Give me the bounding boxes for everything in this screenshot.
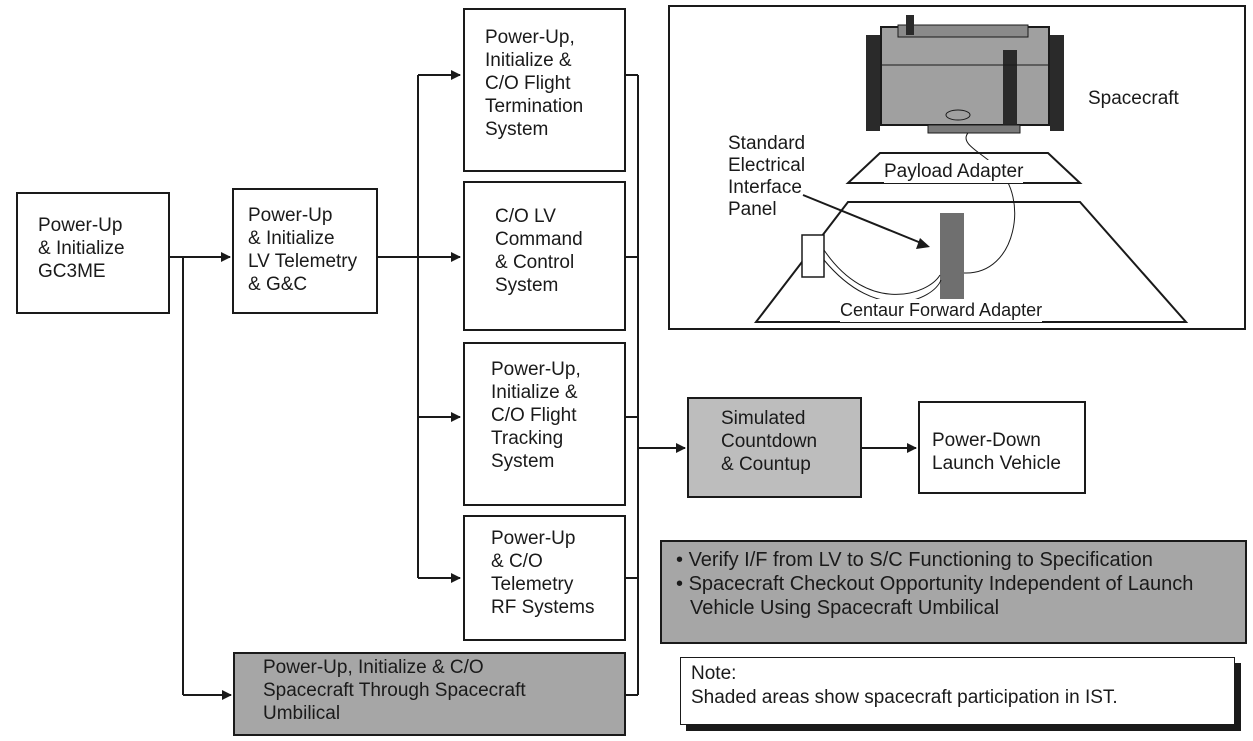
- box-flight-termination: Power-Up, Initialize & C/O Flight Termin…: [463, 8, 626, 172]
- bullet-item: • Spacecraft Checkout Opportunity Indepe…: [676, 573, 1194, 619]
- label-spacecraft: Spacecraft: [1088, 88, 1179, 109]
- box-command-control: C/O LV Command & Control System: [463, 181, 626, 331]
- box-power-down: Power-Down Launch Vehicle: [918, 401, 1086, 494]
- note-box: Note: Shaded areas show spacecraft parti…: [680, 657, 1235, 725]
- objectives-box: • Verify I/F from LV to S/C Functioning …: [660, 540, 1247, 644]
- label-payload-adapter: Payload Adapter: [884, 160, 1024, 183]
- box-lv-telemetry: Power-Up & Initialize LV Telemetry & G&C: [232, 188, 378, 314]
- note-title: Note:: [691, 663, 737, 684]
- forward-adapter-shape: [753, 201, 1189, 323]
- panel-pointer-arrow: [802, 194, 927, 246]
- note-text: Shaded areas show spacecraft participati…: [691, 687, 1118, 708]
- box-power-up-gc3me: Power-Up & Initialize GC3ME: [16, 192, 170, 314]
- box-flight-tracking: Power-Up, Initialize & C/O Flight Tracki…: [463, 342, 626, 506]
- label-interface-panel: Standard Electrical Interface Panel: [728, 133, 806, 220]
- bullet-text-checkout: Spacecraft Checkout Opportunity Independ…: [688, 573, 1194, 619]
- box-telemetry-rf: Power-Up & C/O Telemetry RF Systems: [463, 515, 626, 641]
- adapter-drawing: [753, 15, 1189, 323]
- box-spacecraft-umbilical: Power-Up, Initialize & C/O Spacecraft Th…: [233, 652, 626, 736]
- connector-box-left: [801, 234, 825, 278]
- interface-panel-graphic: [940, 213, 964, 301]
- bullet-text-verify: Verify I/F from LV to S/C Functioning to…: [688, 549, 1153, 571]
- label-forward-adapter: Centaur Forward Adapter: [840, 299, 1043, 322]
- box-simulated-countdown: Simulated Countdown & Countup: [687, 397, 862, 498]
- bullet-item: • Verify I/F from LV to S/C Functioning …: [676, 549, 1153, 571]
- spacecraft-illustration-panel: Spacecraft Standard Electrical Interface…: [668, 5, 1246, 330]
- spacecraft-graphic: [866, 15, 1064, 134]
